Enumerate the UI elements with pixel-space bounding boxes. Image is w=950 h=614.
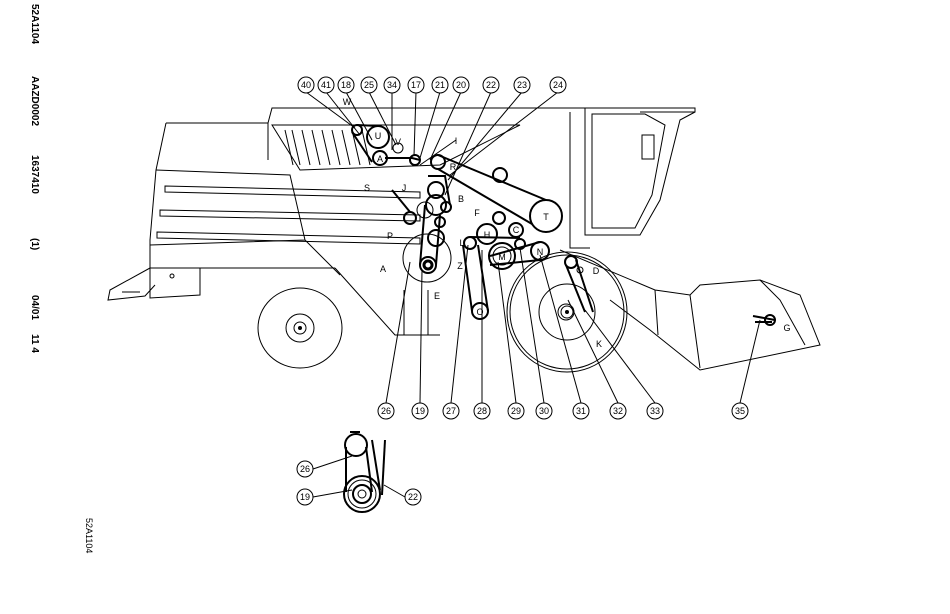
callout-bottom-3: 28 bbox=[474, 250, 490, 419]
callout-bottom-4: 29 bbox=[498, 262, 524, 419]
letter-label: B bbox=[458, 194, 464, 204]
letter-label: P bbox=[387, 231, 393, 241]
letter-label: Z bbox=[457, 261, 463, 271]
letter-label: F bbox=[474, 208, 480, 218]
letter-label: V bbox=[395, 137, 401, 147]
svg-text:27: 27 bbox=[446, 406, 456, 416]
svg-text:26: 26 bbox=[381, 406, 391, 416]
letter-label: K bbox=[596, 339, 602, 349]
svg-text:18: 18 bbox=[341, 80, 351, 90]
svg-text:21: 21 bbox=[435, 80, 445, 90]
svg-text:22: 22 bbox=[408, 492, 418, 502]
svg-text:40: 40 bbox=[301, 80, 311, 90]
svg-text:33: 33 bbox=[650, 406, 660, 416]
belt-system bbox=[352, 125, 775, 335]
rear-wheel bbox=[258, 288, 342, 368]
letter-label: M bbox=[498, 252, 506, 262]
callout-top-6: 21 bbox=[420, 77, 448, 158]
letter-label: U bbox=[375, 131, 382, 141]
svg-text:19: 19 bbox=[415, 406, 425, 416]
callout-bottom-7: 32 bbox=[568, 300, 626, 419]
letter-label: E bbox=[434, 291, 440, 301]
svg-text:30: 30 bbox=[539, 406, 549, 416]
letter-label: W bbox=[343, 97, 352, 107]
callout-bottom-0: 26 bbox=[378, 262, 410, 419]
detail-view: 26 19 22 bbox=[297, 432, 421, 512]
letter-label: G bbox=[783, 323, 790, 333]
svg-text:23: 23 bbox=[517, 80, 527, 90]
callout-bottom-9: 35 bbox=[732, 320, 760, 419]
svg-text:34: 34 bbox=[387, 80, 397, 90]
callout-top-10: 24 bbox=[450, 77, 566, 175]
svg-text:25: 25 bbox=[364, 80, 374, 90]
svg-text:17: 17 bbox=[411, 80, 421, 90]
svg-text:32: 32 bbox=[613, 406, 623, 416]
letter-label: D bbox=[593, 266, 600, 276]
callout-top-5: 17 bbox=[408, 77, 424, 156]
svg-text:26: 26 bbox=[300, 464, 310, 474]
svg-text:31: 31 bbox=[576, 406, 586, 416]
letter-label: T bbox=[543, 212, 549, 222]
svg-text:29: 29 bbox=[511, 406, 521, 416]
letter-label: I bbox=[455, 136, 458, 146]
letter-label: C bbox=[513, 225, 520, 235]
letter-label: J bbox=[402, 183, 407, 193]
svg-text:19: 19 bbox=[300, 492, 310, 502]
svg-text:22: 22 bbox=[486, 80, 496, 90]
svg-text:28: 28 bbox=[477, 406, 487, 416]
callout-detail-2: 22 bbox=[384, 485, 421, 505]
svg-text:24: 24 bbox=[553, 80, 563, 90]
svg-text:41: 41 bbox=[321, 80, 331, 90]
svg-text:20: 20 bbox=[456, 80, 466, 90]
callout-detail-0: 26 bbox=[297, 456, 352, 477]
letter-label: S bbox=[364, 183, 370, 193]
svg-text:35: 35 bbox=[735, 406, 745, 416]
letter-label: A bbox=[380, 264, 386, 274]
top-callouts: 40 41 18 25 34 17 21 20 22 23 24 bbox=[298, 77, 566, 195]
letter-label: L bbox=[459, 238, 464, 248]
callout-bottom-1: 19 bbox=[412, 270, 428, 419]
letter-label: H bbox=[484, 230, 491, 240]
letter-label: A bbox=[377, 154, 383, 164]
